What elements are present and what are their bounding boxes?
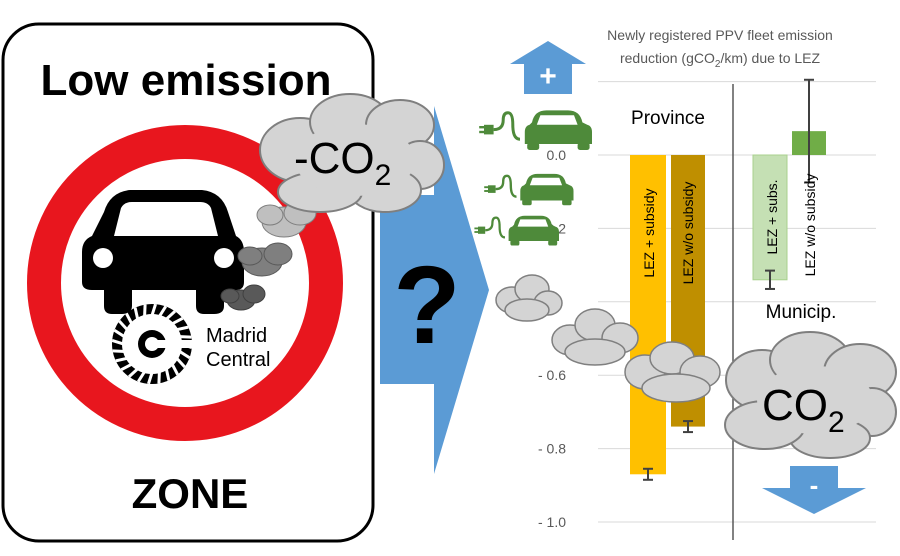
bar-2 [752, 154, 788, 281]
electric-car-icon [479, 110, 592, 150]
cloud-right-text: CO2 [762, 381, 845, 439]
up-arrow-plus: + [539, 60, 557, 93]
lez-sign: Low emission ZONE Madrid Central [1, 22, 375, 543]
down-arrow-icon: - [762, 466, 866, 514]
y-tick-label: - 1.0 [538, 514, 566, 530]
bar-label-0: LEZ + subsidy [641, 188, 657, 277]
group-label-municip: Municip. [766, 302, 837, 323]
co2-reduction-cloud-icon [259, 93, 445, 213]
chart-title-line2: reduction (gCO2/km) due to LEZ [620, 50, 821, 70]
bar-label-3: LEZ w/o subsidy [802, 174, 818, 277]
prohibition-ring [27, 125, 343, 441]
group-label-province: Province [631, 108, 705, 129]
logo-text-madrid: Madrid [206, 325, 267, 347]
sign-bottom-text: ZONE [132, 470, 249, 517]
cloud-left-text: -CO2 [294, 134, 391, 192]
chart-title-line1: Newly registered PPV fleet emission [607, 27, 833, 43]
down-arrow-minus: - [810, 470, 819, 500]
y-tick-label: 0.0 [547, 147, 567, 163]
co2-cloud-icon [724, 331, 897, 459]
cloud-small-icon [495, 274, 563, 322]
question-mark: ? [393, 244, 460, 367]
bar-0 [630, 155, 666, 475]
y-tick-labels: 0.00.2- 0.6- 0.8- 1.0 [538, 147, 566, 530]
up-arrow-icon: + [510, 41, 586, 94]
electric-car-icons [474, 110, 592, 246]
exhaust-cloud-small-icon [220, 284, 266, 311]
madrid-central-logo-icon [111, 303, 194, 385]
cloud-province-icon [624, 341, 721, 403]
electric-car-icon [484, 173, 574, 206]
y-tick-label: - 0.6 [538, 367, 566, 383]
sign-top-text: Low emission [41, 56, 332, 105]
car-icon [82, 190, 244, 314]
cloud-medium-icon [551, 308, 639, 366]
bar-label-1: LEZ w/o subsidy [680, 182, 696, 285]
electric-car-icon [474, 215, 559, 246]
logo-text-central: Central [206, 349, 270, 371]
y-tick-label: - 0.8 [538, 441, 566, 457]
exhaust-cloud-medium-icon [237, 242, 293, 277]
bar-label-2: LEZ + subs. [764, 179, 780, 254]
